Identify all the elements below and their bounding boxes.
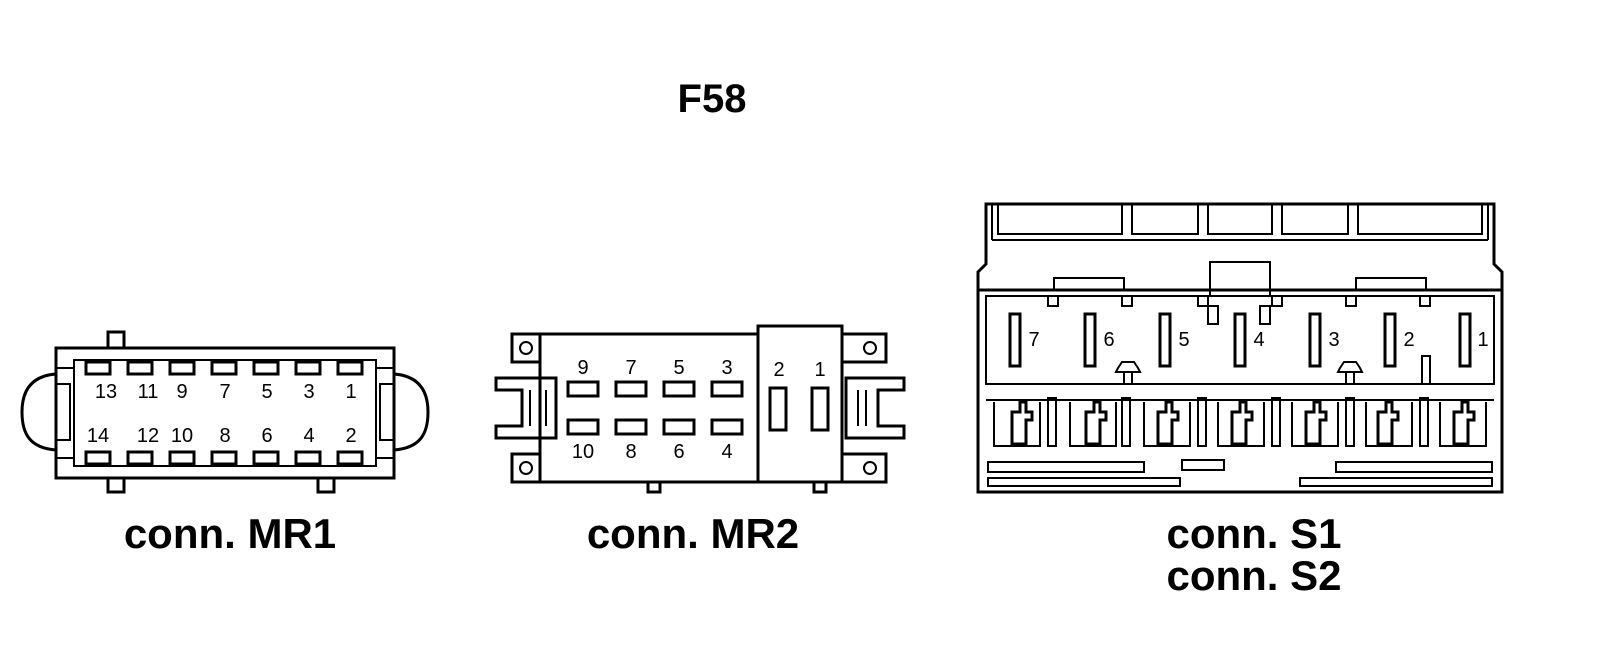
mr2-pin-label: 7 <box>625 357 636 379</box>
mr1-slot <box>168 450 196 466</box>
mr1-pin-label: 6 <box>261 425 272 447</box>
mr2-pin-label: 6 <box>673 441 684 463</box>
mr2-slot <box>566 418 600 436</box>
mr1-pin-label: 12 <box>137 425 159 447</box>
connector-mr1: 13 11 9 7 5 3 1 14 12 10 8 6 4 2 conn. M… <box>20 330 430 557</box>
mr1-pin-label: 8 <box>219 425 230 447</box>
mr1-pin-label: 9 <box>176 381 187 403</box>
mr1-slot <box>294 450 322 466</box>
mr1-pin-label: 10 <box>171 425 193 447</box>
mr2-slot <box>614 380 648 398</box>
s-pin-label: 6 <box>1103 329 1114 351</box>
mr1-left-latch <box>20 372 57 452</box>
mr1-slot <box>84 360 112 376</box>
mr2-caption: conn. MR2 <box>587 510 799 557</box>
s-pin-label: 2 <box>1403 329 1414 351</box>
mr2-slot <box>662 380 696 398</box>
mr1-slot <box>210 450 238 466</box>
mr1-slot <box>168 360 196 376</box>
mr2-pin-label: 9 <box>577 357 588 379</box>
mr2-pin-label: 5 <box>673 357 684 379</box>
mr1-slot <box>126 360 154 376</box>
mr2-power-slot <box>768 386 788 432</box>
s1-caption: conn. S1 <box>1166 510 1341 557</box>
s-terminal-slot <box>1233 312 1247 368</box>
mr1-slot <box>84 450 112 466</box>
mr2-slot <box>710 418 744 436</box>
s-pin-label: 4 <box>1253 329 1264 351</box>
mr2-pin-label: 3 <box>721 357 732 379</box>
mr2-pin-label: 10 <box>572 441 594 463</box>
mr1-pin-label: 13 <box>95 381 117 403</box>
mr1-slot <box>210 360 238 376</box>
mr2-slot <box>662 418 696 436</box>
diagram-title: F58 <box>678 77 747 121</box>
s-pin-label: 7 <box>1028 329 1039 351</box>
mr1-slot <box>336 360 364 376</box>
mr2-slot <box>710 380 744 398</box>
s-terminal-slot <box>1308 312 1322 368</box>
s-terminal-slot <box>1383 312 1397 368</box>
s-pin-label: 1 <box>1477 329 1488 351</box>
mr1-slot <box>294 360 322 376</box>
mr1-slot <box>126 450 154 466</box>
mr1-pin-label: 4 <box>303 425 314 447</box>
s-body <box>976 288 1504 494</box>
mr1-body <box>54 346 396 480</box>
connector-mr2: 9 7 5 3 10 8 6 4 2 1 conn. MR2 <box>494 324 906 557</box>
mr1-key-bottom-left <box>106 476 126 494</box>
s-pin-label: 3 <box>1328 329 1339 351</box>
mr1-pin-label: 11 <box>138 381 159 403</box>
s2-caption: conn. S2 <box>1166 552 1341 599</box>
mr2-pin-label: 1 <box>814 359 825 381</box>
mr1-pin-label: 7 <box>219 381 230 403</box>
mr2-pin-label: 4 <box>721 441 732 463</box>
s-terminal-slot <box>1158 312 1172 368</box>
mr1-right-latch <box>393 372 430 452</box>
mr1-slot <box>252 360 280 376</box>
mr1-inner-frame <box>73 359 377 467</box>
connector-s1-s2: 7 6 5 4 3 2 1 <box>976 202 1504 599</box>
mr1-pin-label: 3 <box>303 381 314 403</box>
mr1-pin-label: 2 <box>345 425 356 447</box>
mr1-slot <box>252 450 280 466</box>
mr1-pin-label: 5 <box>261 381 272 403</box>
s-pin-window <box>985 295 1495 385</box>
mr1-pin-label: 14 <box>87 425 109 447</box>
mr1-slot <box>336 450 364 466</box>
mr2-pin-label: 8 <box>625 441 636 463</box>
s-cavity-row <box>993 400 1487 447</box>
s-terminal-slot <box>1083 312 1097 368</box>
mr2-slot <box>614 418 648 436</box>
mr2-pin-label: 2 <box>773 359 784 381</box>
mr1-caption: conn. MR1 <box>124 510 336 557</box>
mr1-pin-label: 1 <box>345 381 356 403</box>
mr2-power-slot <box>810 386 830 432</box>
mr2-left-clip <box>494 376 558 440</box>
mr1-key-bottom-right <box>316 476 336 494</box>
s-terminal-slot <box>1008 312 1022 368</box>
mr2-slot <box>566 380 600 398</box>
s-terminal-slot <box>1458 312 1472 368</box>
mr1-key-top <box>106 330 126 350</box>
mr2-right-clip <box>844 376 906 440</box>
s-pin-label: 5 <box>1178 329 1189 351</box>
